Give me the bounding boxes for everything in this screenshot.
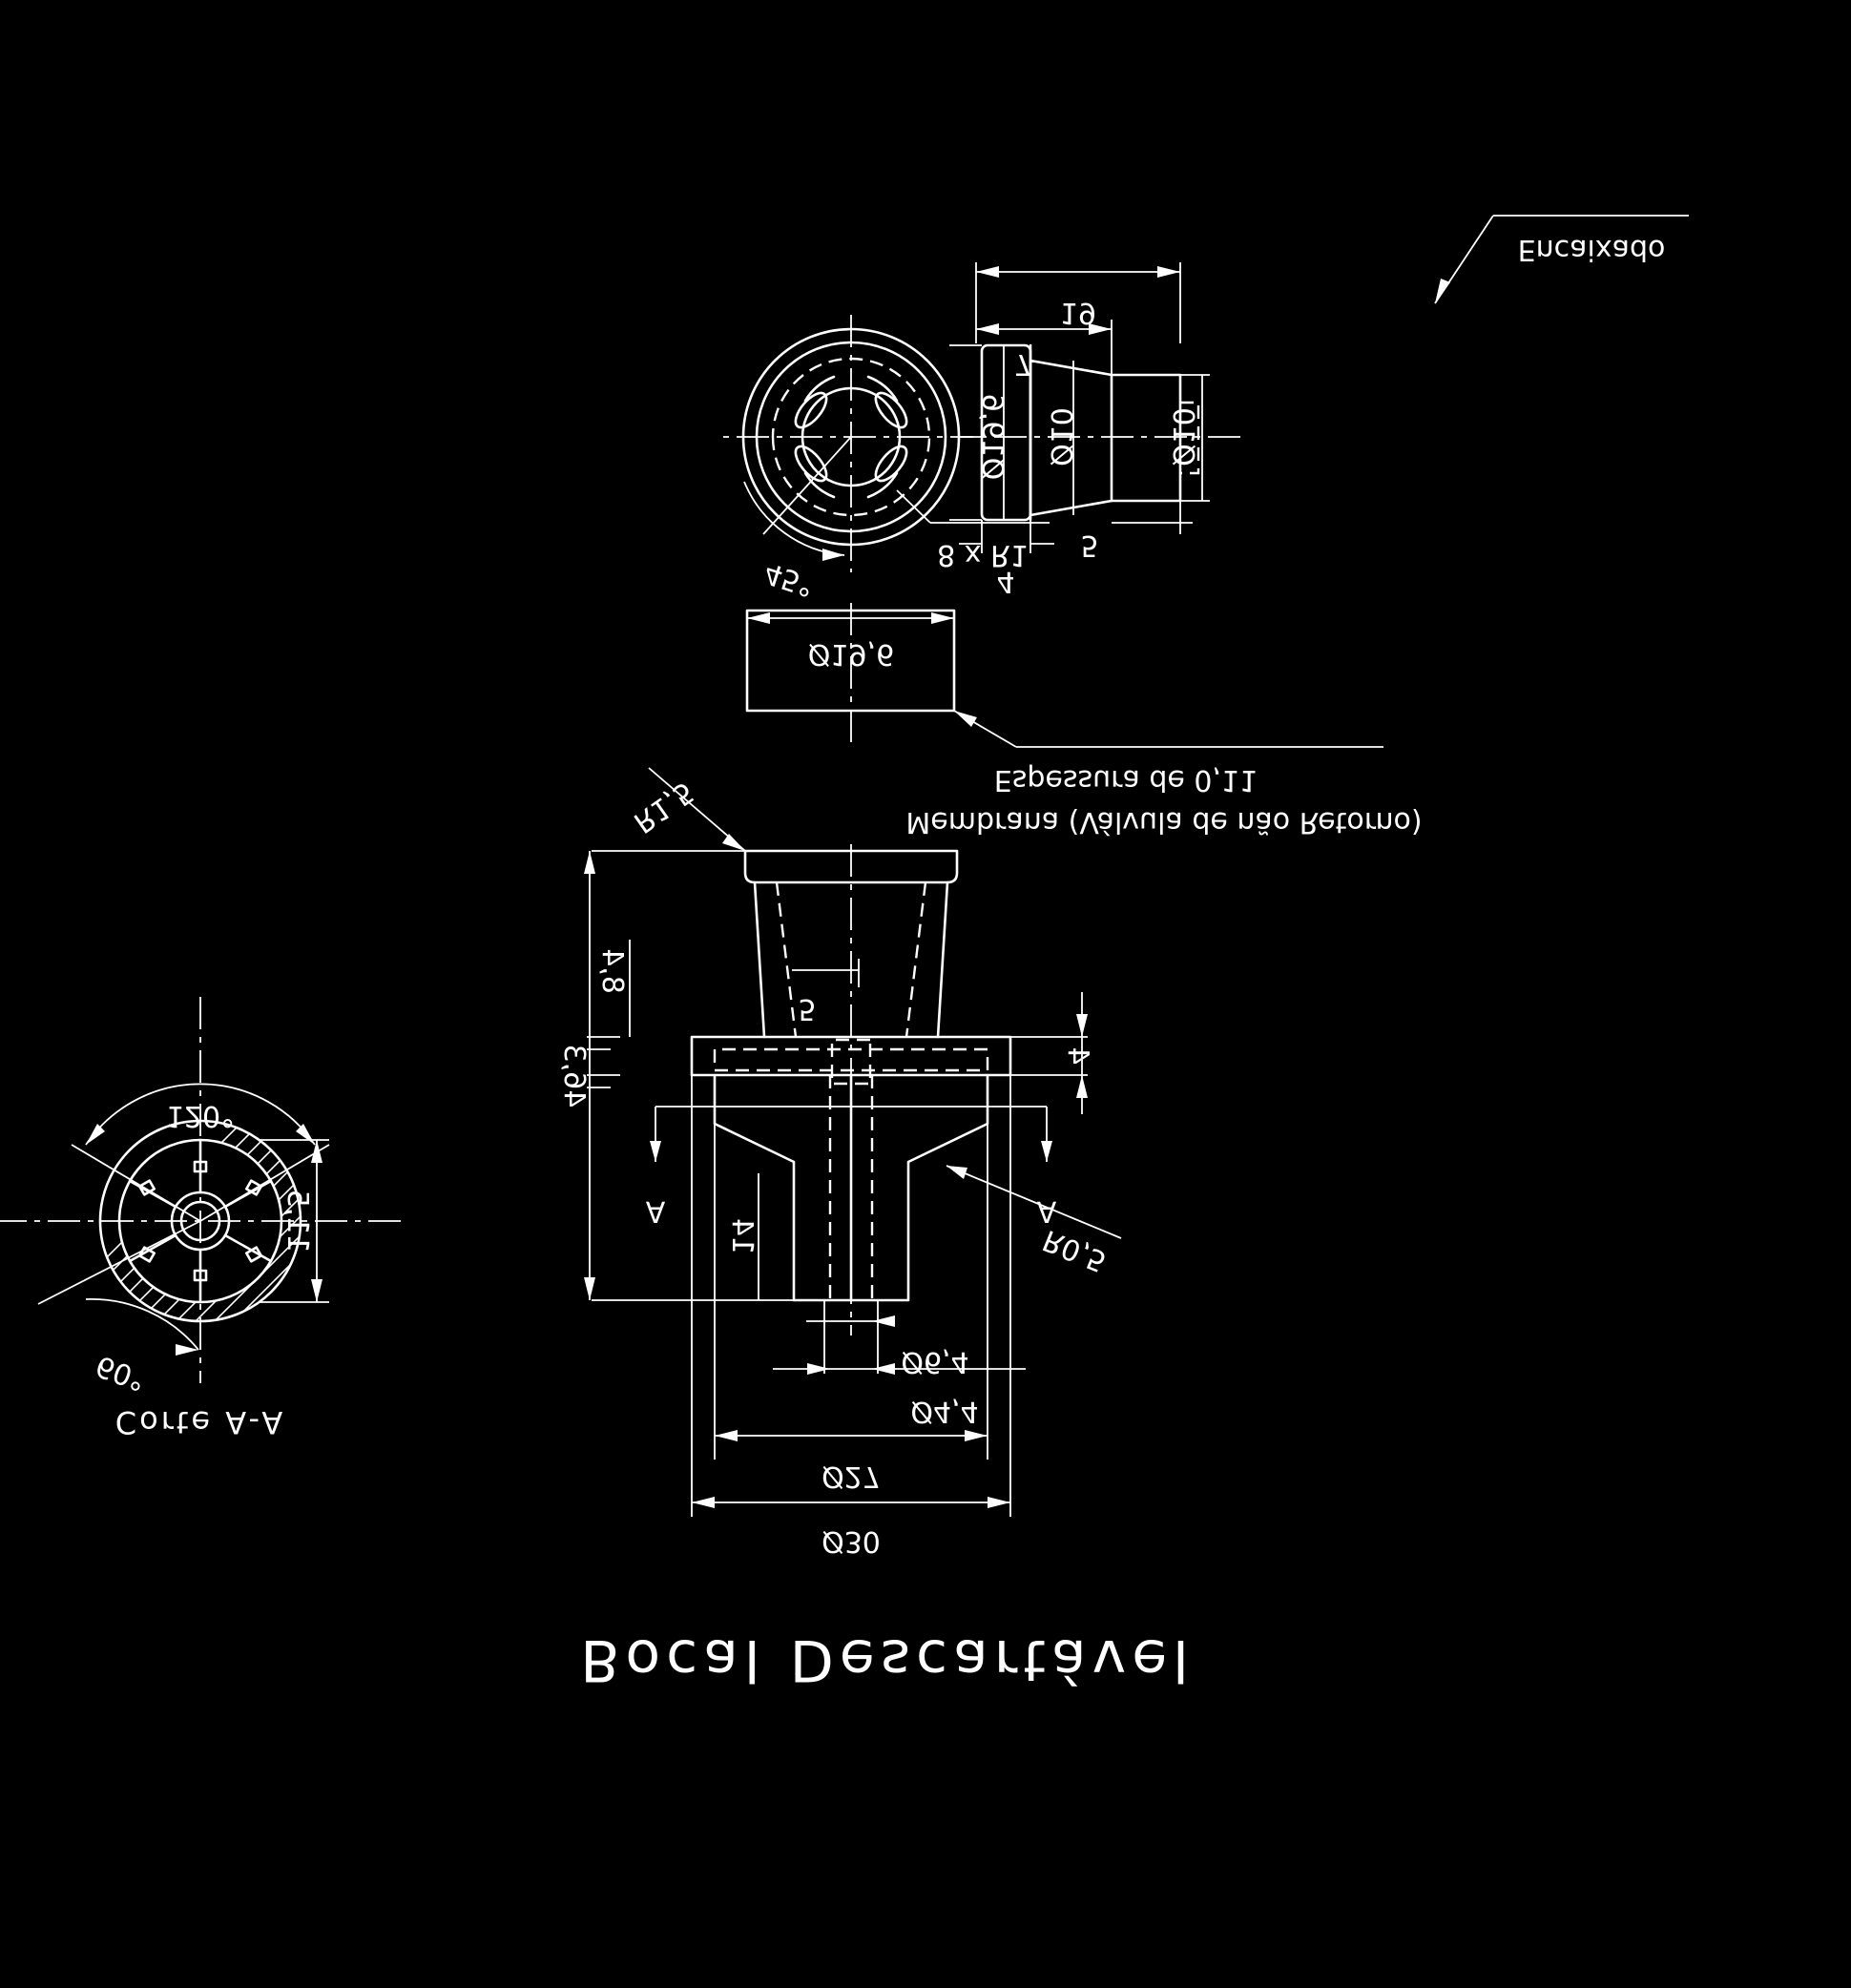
fit-note-text: Encaixado xyxy=(1518,233,1666,266)
section-label: Corte A-A xyxy=(115,1404,285,1440)
len-8-4: 8,4 xyxy=(595,948,629,994)
membrane: Ø19,6 Espessura de 0,11 Membrana (Válvul… xyxy=(745,603,1423,839)
fit-note: Encaixado xyxy=(1434,215,1689,304)
angle-45: 45° xyxy=(759,555,818,603)
dim-4-top: 4 xyxy=(996,565,1014,598)
len-14: 14 xyxy=(725,1218,759,1254)
dim-5-top: 5 xyxy=(1080,528,1098,562)
diam-30: Ø30 xyxy=(822,1524,881,1558)
r0-5: R0,5 xyxy=(1038,1223,1112,1278)
len-5: 5 xyxy=(798,992,816,1025)
membrane-diam: Ø19,6 xyxy=(808,637,894,671)
section-aa: 120° 60° 11,5 Corte A-A xyxy=(0,997,401,1440)
diam-27: Ø27 xyxy=(822,1460,881,1493)
dim-diam-left: Ø10 xyxy=(1166,407,1199,466)
front-view: R1,5 8,4 5 4 46,3 xyxy=(557,767,1122,1558)
drawing-title: Bocal Descartável xyxy=(580,1626,1195,1693)
dim-diam-mid: Ø10 xyxy=(1044,407,1077,466)
len-46-3: 46,3 xyxy=(557,1045,591,1108)
membrane-note-1: Membrana (Válvula de não Retorno) xyxy=(905,805,1422,839)
dim-7: 7 xyxy=(1013,347,1031,381)
r1-5: R1,5 xyxy=(627,775,699,839)
angle-120: 120° xyxy=(166,1099,235,1132)
diam-4-4: Ø4,4 xyxy=(910,1395,978,1428)
angle-60: 60° xyxy=(92,1348,151,1397)
mirrored-drawing: 19 7 Ø10 Ø10 Ø19,6 xyxy=(0,215,1689,1693)
len-11-5: 11,5 xyxy=(281,1190,314,1253)
side-view: 19 7 Ø10 Ø10 Ø19,6 xyxy=(949,262,1240,598)
diam-6-4: Ø6,4 xyxy=(901,1345,968,1378)
dim-19: 19 xyxy=(1060,296,1096,329)
section-A-left: A xyxy=(646,1194,666,1228)
holes-note: 8 x R1 xyxy=(937,538,1029,571)
len-4: 4 xyxy=(1061,1046,1094,1065)
membrane-note-2: Espessura de 0,11 xyxy=(994,763,1258,797)
section-A-right: A xyxy=(1037,1194,1057,1228)
